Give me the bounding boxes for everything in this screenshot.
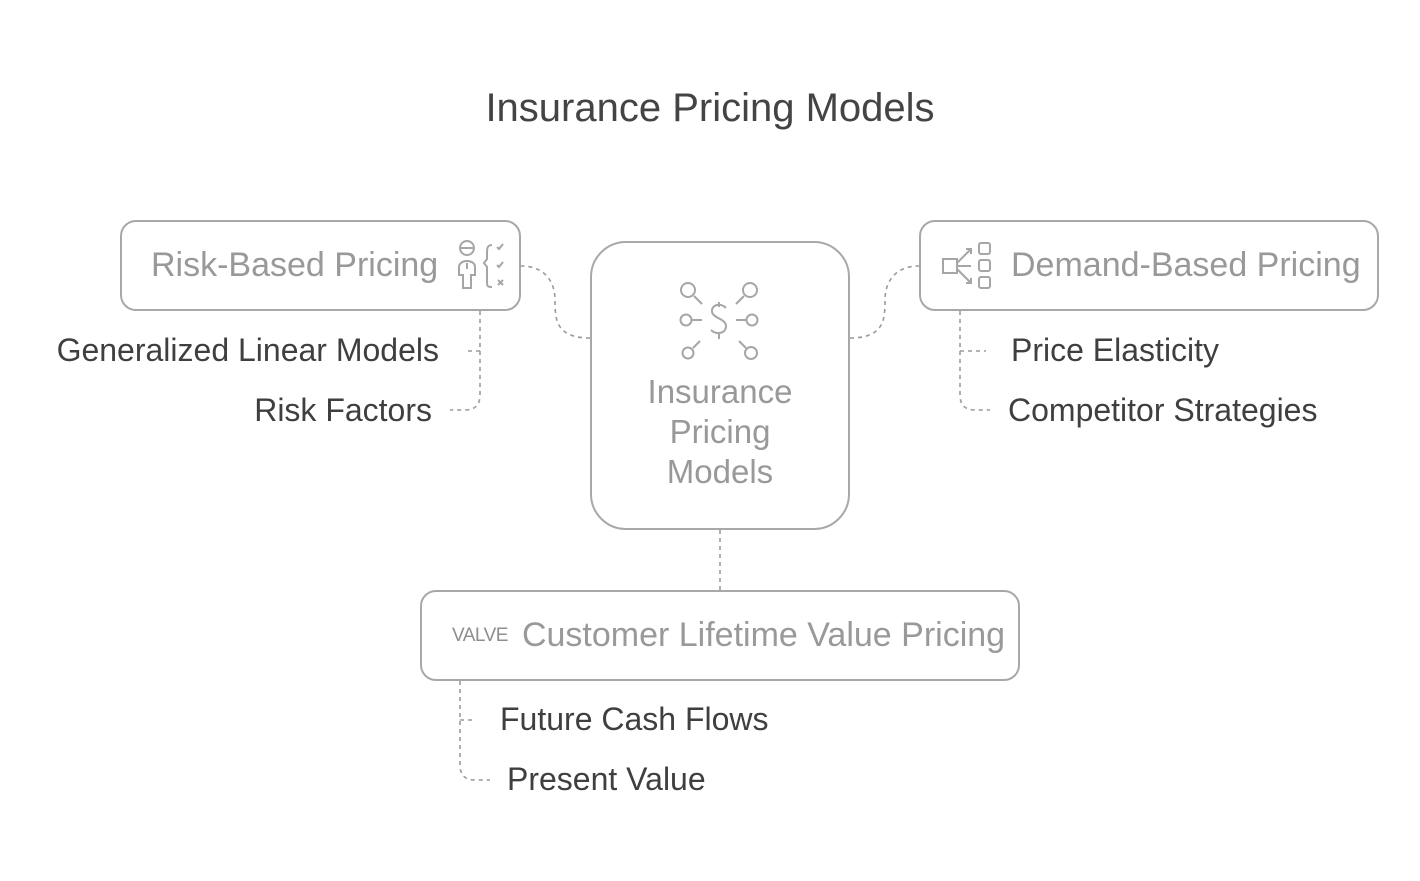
leaf-competitor-strategies: Competitor Strategies	[1008, 392, 1318, 428]
demand-based-pricing-node: Demand-Based Pricing	[919, 220, 1379, 311]
connector-demand-children	[959, 311, 990, 411]
risk-based-pricing-node: Risk-Based Pricing	[120, 220, 521, 311]
risk-based-pricing-label: Risk-Based Pricing	[151, 246, 439, 284]
person-checklist-icon	[456, 239, 508, 293]
leaf-generalized-linear-models: Generalized Linear Models	[56, 332, 439, 368]
leaf-future-cash-flows: Future Cash Flows	[500, 701, 769, 737]
demand-based-pricing-label: Demand-Based Pricing	[1011, 246, 1361, 284]
valve-text-icon: VALVE	[452, 624, 508, 646]
connector-risk-children	[450, 311, 481, 411]
center-label-line: Insurance	[647, 372, 793, 410]
clv-pricing-label: Customer Lifetime Value Pricing	[521, 616, 1006, 654]
center-label: Insurance Pricing Models	[648, 372, 793, 492]
connector-center-risk	[520, 265, 591, 339]
distribution-options-icon	[941, 241, 993, 291]
pricing-network-icon	[678, 280, 762, 364]
center-node: Insurance Pricing Models	[590, 241, 850, 530]
clv-pricing-node: VALVE Customer Lifetime Value Pricing	[420, 590, 1020, 681]
connector-center-demand	[849, 265, 920, 339]
connector-clv-children	[459, 681, 490, 781]
leaf-risk-factors: Risk Factors	[254, 392, 432, 428]
leaf-price-elasticity: Price Elasticity	[1011, 332, 1220, 368]
leaf-present-value: Present Value	[507, 761, 706, 797]
page-title: Insurance Pricing Models	[485, 86, 935, 130]
center-label-line: Pricing	[669, 412, 771, 450]
center-label-line: Models	[666, 452, 774, 490]
